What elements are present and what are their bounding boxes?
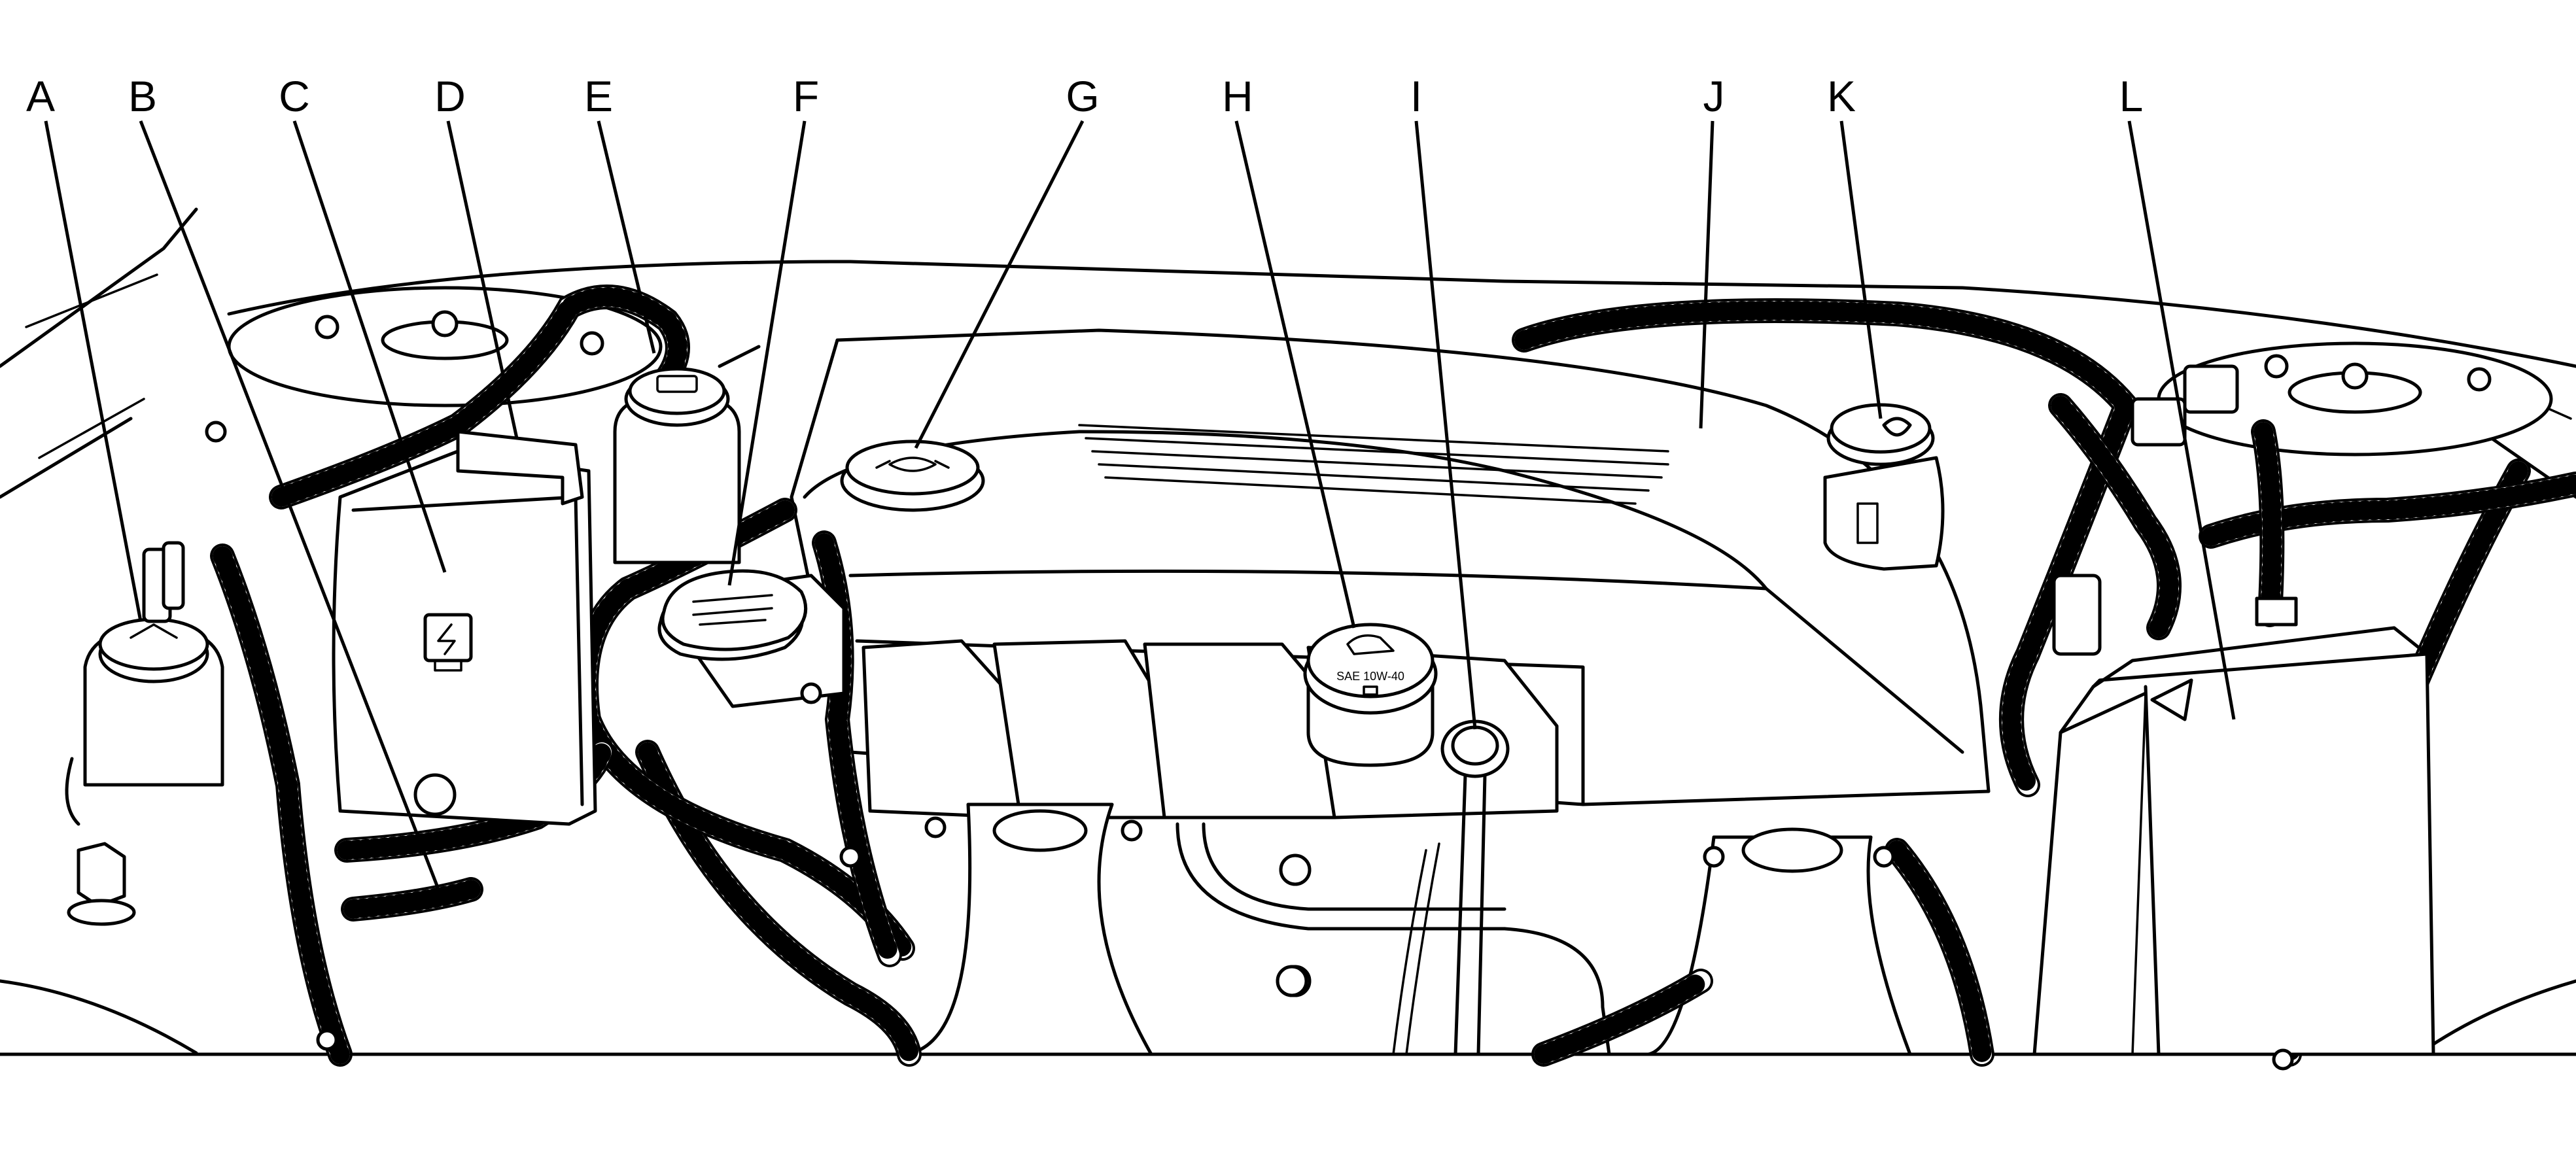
electrical-connectors (2052, 364, 2239, 656)
leader-line-i (1414, 120, 1477, 730)
leader-line-g (914, 120, 1085, 449)
washer-fluid-reservoir (65, 541, 224, 826)
underhood-fuse-block (332, 430, 597, 826)
coolant-surge-tank (657, 569, 846, 708)
callout-l: L (2119, 72, 2144, 120)
callout-k: K (1827, 72, 1856, 120)
brake-fluid-reservoir (613, 345, 761, 564)
leader-lines (44, 120, 2236, 906)
battery (2032, 430, 2435, 1056)
callout-h: H (1222, 72, 1253, 120)
callout-b: B (128, 72, 157, 120)
fasteners (67, 421, 2294, 1071)
lower-engine (894, 802, 1912, 1056)
callout-f: F (793, 72, 819, 120)
callout-g: G (1066, 72, 1099, 120)
callout-labels: A B C D E F G H I J K L (26, 72, 2143, 120)
callout-e: E (584, 72, 613, 120)
callout-i: I (1410, 72, 1422, 120)
leader-line-f (727, 120, 807, 586)
leader-line-l (2127, 120, 2236, 720)
leader-line-c (292, 120, 447, 573)
leader-line-k (1839, 120, 1883, 419)
engine-oil-dipstick (1392, 719, 1510, 1056)
engine-cover-cap (840, 439, 985, 512)
power-steering-reservoir (1823, 403, 1945, 571)
leader-line-b (139, 120, 447, 906)
oil-cap-viscosity-text: SAE 10W-40 (1336, 670, 1404, 683)
leader-line-d (446, 120, 519, 439)
callout-j: J (1703, 72, 1725, 120)
callout-a: A (26, 72, 55, 120)
leader-line-a (44, 120, 143, 622)
callout-d: D (434, 72, 466, 120)
leader-line-e (597, 120, 656, 354)
engine-oil-fill-cap: SAE 10W-40 (1303, 623, 1438, 767)
callout-c: C (279, 72, 310, 120)
leader-line-h (1234, 120, 1356, 629)
leader-line-j (1699, 120, 1714, 429)
